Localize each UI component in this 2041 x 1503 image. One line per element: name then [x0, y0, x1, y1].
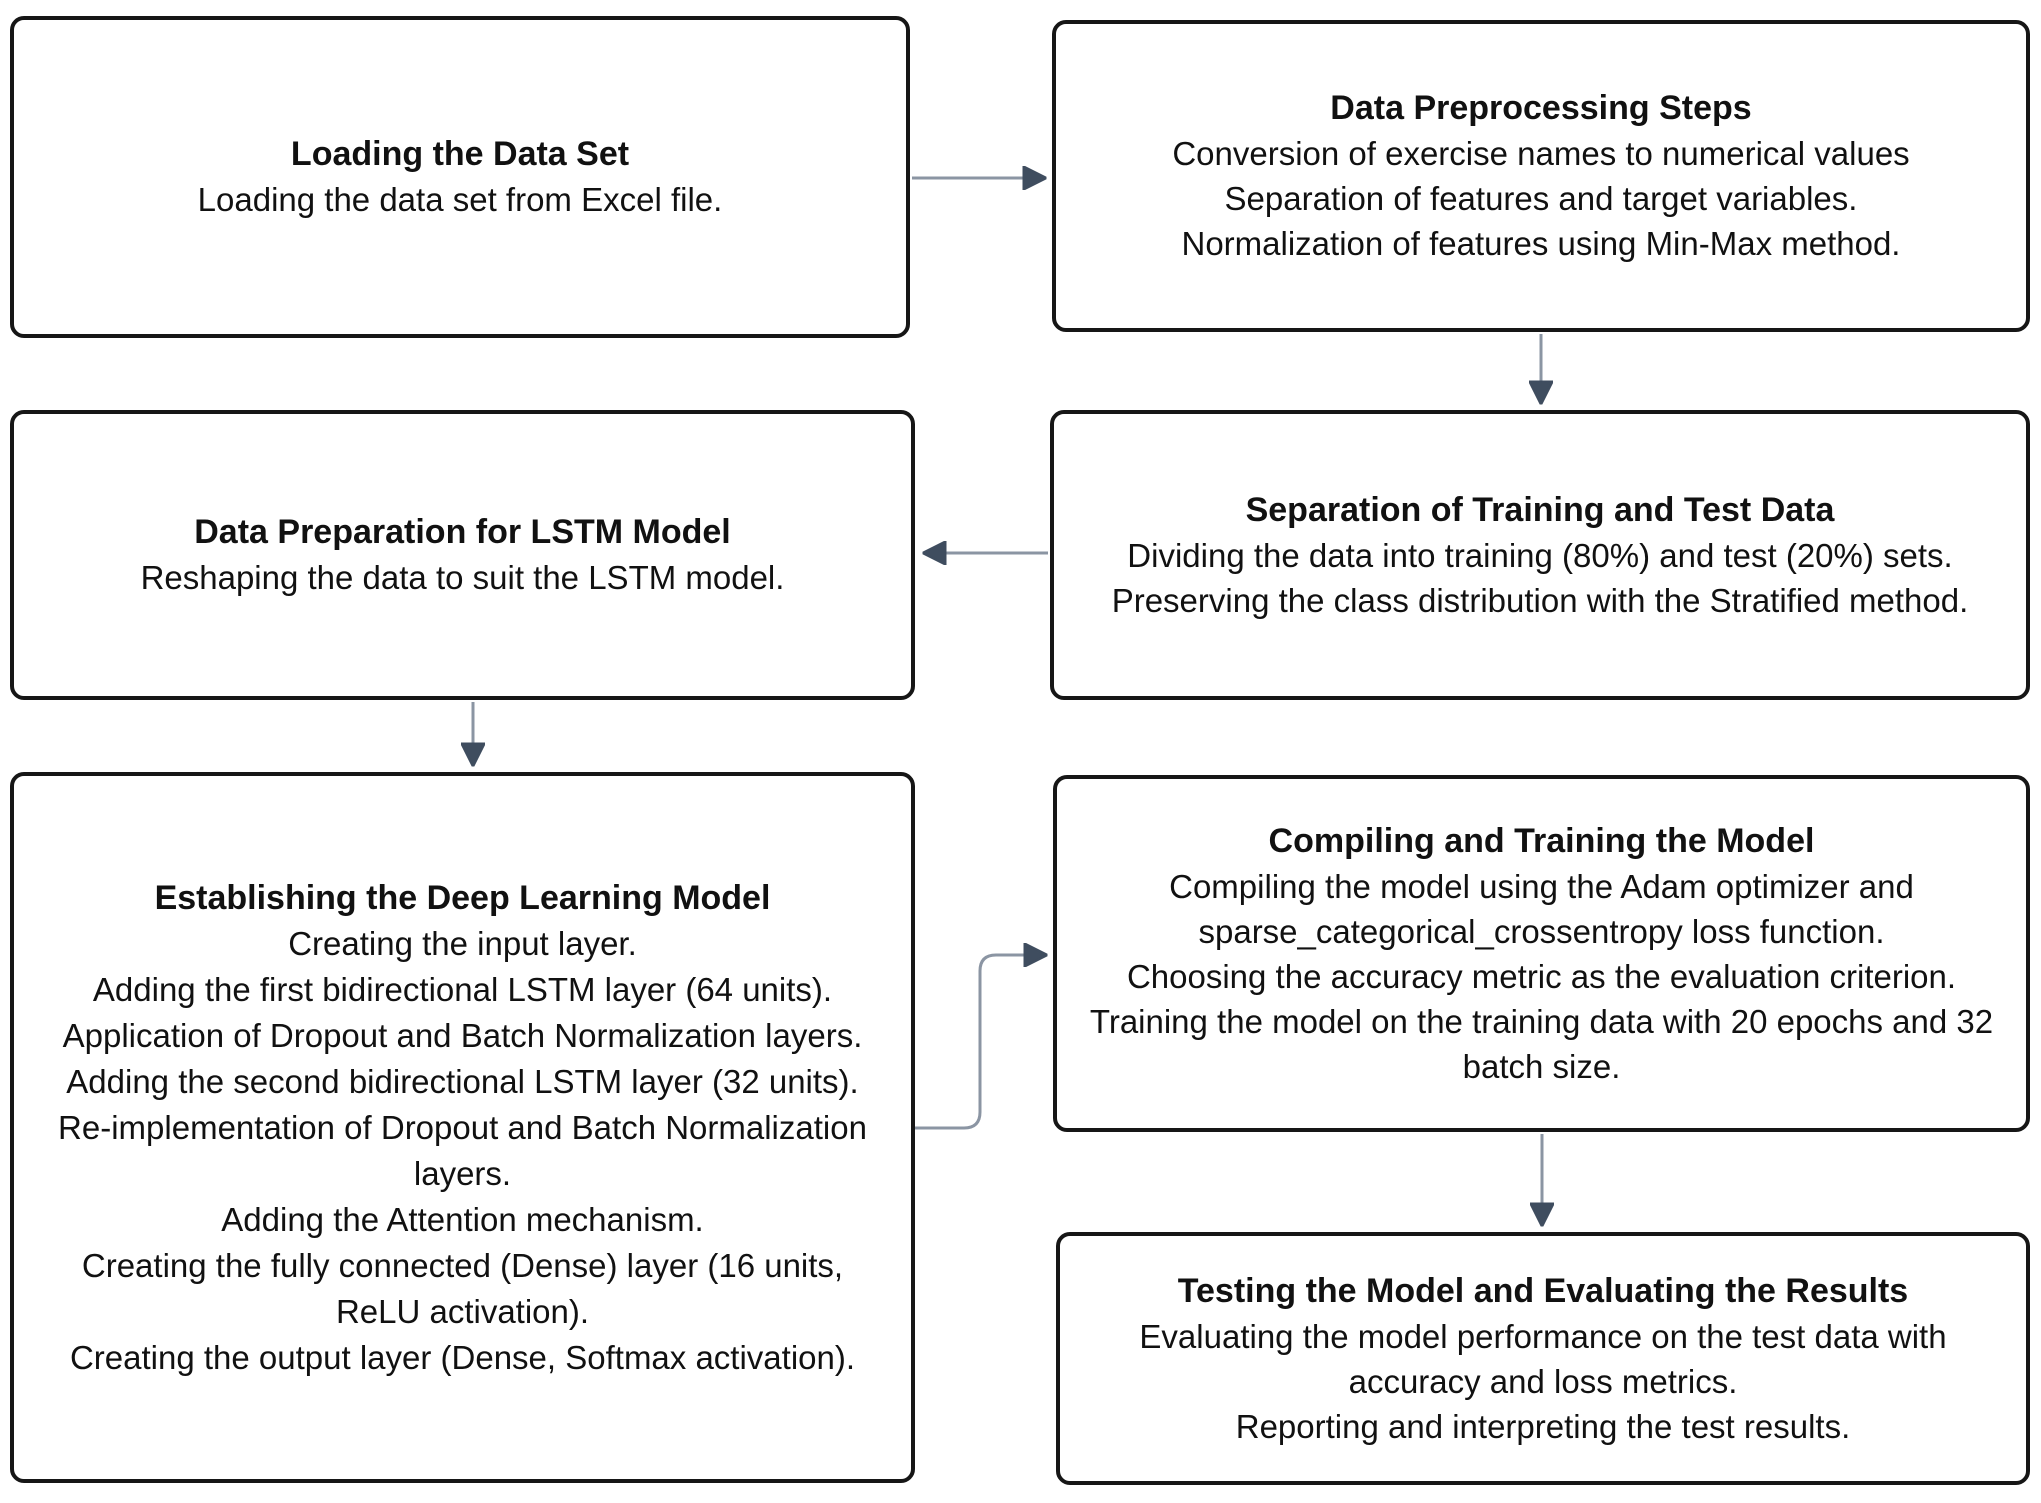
step-line: Training the model on the training data …	[1089, 1002, 1994, 1085]
arrow-model-to-compile-elbow	[915, 955, 1045, 1130]
step-loading-data-set: Loading the Data Set Loading the data se…	[10, 16, 910, 338]
step-line: Adding the Attention mechanism.	[221, 1200, 704, 1238]
step-line: Normalization of features using Min-Max …	[1181, 225, 1901, 262]
step-line: Creating the fully connected (Dense) lay…	[81, 1246, 844, 1330]
step-line: Compiling the model using the Adam optim…	[1169, 867, 1914, 950]
step-line: Evaluating the model performance on the …	[1139, 1317, 1947, 1400]
step-title: Data Preparation for LSTM Model	[194, 513, 731, 551]
step-line: Dividing the data into training (80%) an…	[1127, 536, 1953, 574]
step-title: Loading the Data Set	[290, 135, 630, 173]
step-test-and-evaluate: Testing the Model and Evaluating the Res…	[1056, 1232, 2030, 1485]
step-line: Choosing the accuracy metric as the eval…	[1126, 957, 1957, 995]
step-title: Data Preprocessing Steps	[1330, 89, 1752, 127]
step-line: Adding the first bidirectional LSTM laye…	[92, 970, 833, 1008]
step-line: Creating the input layer.	[288, 924, 637, 962]
step-title: Compiling and Training the Model	[1268, 821, 1815, 860]
step-line: Adding the second bidirectional LSTM lay…	[66, 1062, 859, 1100]
step-line: Separation of features and target variab…	[1224, 180, 1858, 217]
step-train-test-separation: Separation of Training and Test Data Div…	[1050, 410, 2030, 700]
step-line: Conversion of exercise names to numerica…	[1172, 135, 1910, 172]
step-line: Re-implementation of Dropout and Batch N…	[58, 1108, 867, 1192]
step-line: Application of Dropout and Batch Normali…	[62, 1016, 863, 1054]
step-title: Establishing the Deep Learning Model	[154, 878, 771, 917]
step-deep-learning-model: Establishing the Deep Learning Model Cre…	[10, 772, 915, 1483]
step-lstm-data-preparation: Data Preparation for LSTM Model Reshapin…	[10, 410, 915, 700]
step-line: Reporting and interpreting the test resu…	[1235, 1407, 1851, 1445]
step-line: Creating the output layer (Dense, Softma…	[69, 1338, 856, 1376]
step-title: Separation of Training and Test Data	[1245, 490, 1835, 529]
step-compile-and-train: Compiling and Training the Model Compili…	[1053, 775, 2030, 1132]
step-line: Reshaping the data to suit the LSTM mode…	[140, 559, 785, 596]
step-line: Preserving the class distribution with t…	[1111, 581, 1969, 619]
step-data-preprocessing: Data Preprocessing Steps Conversion of e…	[1052, 20, 2030, 332]
step-line: Loading the data set from Excel file.	[197, 181, 723, 218]
step-title: Testing the Model and Evaluating the Res…	[1177, 1271, 1909, 1310]
